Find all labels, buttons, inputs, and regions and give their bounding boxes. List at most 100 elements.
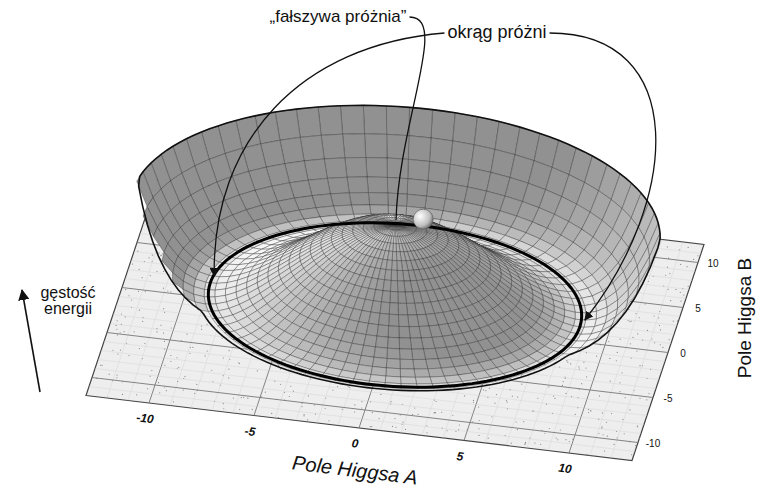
speckle [117,320,118,321]
speckle [186,334,187,335]
surface-patch [612,307,626,325]
speckle [278,417,279,418]
speckle [544,433,545,434]
surface-patch [333,205,353,215]
speckle [588,409,589,410]
speckle [402,422,403,423]
surface-patch [327,177,349,194]
speckle [635,445,636,446]
speckle [138,291,139,292]
speckle [151,370,152,371]
floor-grid [89,182,701,458]
floor-speckle [96,184,698,456]
surface-patch [318,106,343,136]
speckle [160,325,161,326]
speckle [680,292,681,293]
speckle [128,295,129,296]
speckle [554,398,555,399]
speckle [675,289,676,290]
surface-patch [347,177,368,193]
speckle [537,398,538,399]
speckle [128,355,129,356]
surface-patch [474,117,499,150]
surface-patch [408,159,430,180]
grid-line [119,297,665,362]
speckle [639,317,640,318]
speckle [328,420,329,421]
speckle [142,277,143,278]
surface-patch [367,177,388,193]
speckle [117,353,118,354]
speckle [479,420,480,421]
speckle [257,370,258,371]
speckle [665,275,666,276]
surface-patch [395,225,402,230]
speckle [516,421,517,422]
speckle [506,400,507,401]
speckle [611,413,612,414]
speckle [134,331,135,332]
speckle [116,374,117,375]
speckle [619,382,620,383]
speckle [565,378,566,379]
speckle [152,255,153,256]
speckle [523,421,524,422]
speckle [147,388,148,389]
speckle [164,312,165,313]
speckle [601,426,602,427]
surface-patch [427,181,449,199]
speckle [629,409,630,410]
speckle [680,301,681,302]
speckle [546,404,547,405]
speckle [176,357,177,358]
speckle [131,299,132,300]
grid-line [380,215,452,431]
grid-line [296,205,368,421]
surface-patch [394,225,396,230]
surface-patch [349,193,369,206]
speckle [221,338,222,339]
surface-patch [408,136,431,162]
surface-patch [393,225,395,230]
speckle [566,360,567,361]
speckle [148,257,149,258]
surface-patch [450,141,474,168]
surface-patch [637,266,650,293]
speckle [624,433,625,434]
speckle [412,414,413,415]
speckle [478,435,479,436]
surface-patch [395,225,400,230]
speckle [337,386,338,387]
grid-line [170,190,242,406]
speckle [651,338,652,339]
speckle [162,253,163,254]
speckle [616,431,617,432]
speckle [659,325,660,326]
speckle [170,291,171,292]
speckle [697,255,698,256]
speckle [136,394,137,395]
speckle [549,428,550,429]
speckle [590,410,591,411]
speckle [487,397,488,398]
speckle [402,404,403,405]
surface-patch [394,225,396,230]
surface-patch [390,225,395,230]
speckle [380,394,381,395]
speckle [494,403,495,404]
speckle [192,347,193,348]
speckle [588,412,589,413]
speckle [496,394,497,395]
speckle [639,438,640,439]
speckle [205,355,206,356]
speckle [280,384,281,385]
speckle [379,418,380,419]
speckle [512,396,513,397]
speckle [170,355,171,356]
speckle [635,313,636,314]
speckle [478,428,479,429]
speckle [163,308,164,309]
speckle [132,263,133,264]
speckle [158,382,159,383]
speckle [241,397,242,398]
